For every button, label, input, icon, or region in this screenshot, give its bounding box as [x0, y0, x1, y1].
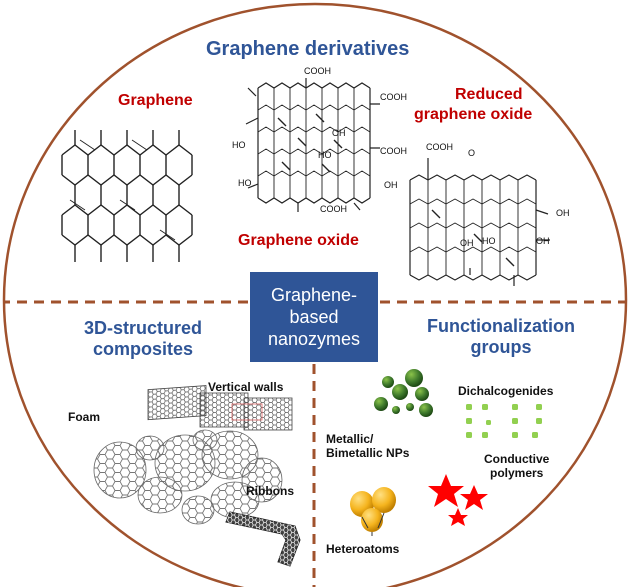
go-cooh-topright: COOH [380, 92, 407, 102]
dichalcogenides-label: Dichalcogenides [458, 384, 554, 398]
conductive-line1: Conductive [484, 452, 550, 466]
foam-graphic [93, 429, 283, 525]
heteroatoms-graphic [350, 487, 396, 536]
go-ho-left: HO [232, 140, 246, 150]
section-dividers [4, 300, 626, 587]
go-cooh-right: COOH [380, 146, 407, 156]
rgo-oh-right: OH [556, 208, 570, 218]
rgo-o: O [468, 148, 476, 158]
reduced-graphene-oxide-structure [409, 158, 550, 286]
functionalization-title: Functionalization groups [410, 316, 592, 358]
vertical-walls-label: Vertical walls [208, 380, 284, 394]
rgo-line2: graphene oxide [414, 106, 533, 123]
go-oh-right: OH [384, 180, 398, 190]
conductive-polymers-label: Conductive polymers [484, 452, 549, 480]
composites-title-line1: 3D-structured [83, 318, 203, 338]
conductive-polymers-graphic [428, 474, 488, 526]
foam-label: Foam [68, 410, 101, 424]
nanoparticles-graphic [374, 369, 433, 417]
composites-title-line2: composites [92, 339, 194, 360]
rgo-line1: Reduced [455, 86, 523, 103]
metallic-nps-label: Metallic/ Bimetallic NPs [326, 432, 409, 460]
graphene-oxide-structure [245, 78, 380, 212]
rgo-cooh: COOH [426, 142, 453, 152]
ribbons-graphic [225, 511, 301, 567]
center-line2: based [289, 307, 339, 327]
functionalization-title-line1: Functionalization [427, 316, 575, 336]
metallic-line2: Bimetallic NPs [326, 446, 410, 461]
reduced-graphene-oxide-label: Reduced [455, 86, 523, 105]
center-box: Graphene- based nanozymes [250, 272, 378, 362]
functionalization-title-line2: groups [470, 337, 532, 358]
rgo-oh-lower: OH [460, 238, 474, 248]
center-line3: nanozymes [267, 329, 361, 349]
graphene-lattice [61, 130, 193, 262]
composites-title: 3D-structured composites [68, 318, 218, 360]
go-ho-center: HO [318, 150, 332, 160]
go-cooh-top: COOH [304, 66, 331, 76]
dichalcogenides-graphic [466, 404, 542, 438]
conductive-line2: polymers [489, 466, 544, 481]
metallic-line1: Metallic/ [326, 432, 374, 446]
vertical-walls-graphic [147, 385, 293, 431]
go-cooh-bottom: COOH [320, 204, 347, 214]
diagram-title: Graphene derivatives [206, 38, 410, 60]
rgo-oh-lowerright: OH [536, 236, 550, 246]
graphene-oxide-label: Graphene oxide [238, 232, 359, 249]
go-ho-bottomleft: HO [238, 178, 252, 188]
graphene-label: Graphene [118, 92, 193, 109]
heteroatoms-label: Heteroatoms [326, 542, 400, 556]
go-oh-center: OH [332, 128, 346, 138]
center-line1: Graphene- [270, 285, 358, 305]
ribbons-label: Ribbons [246, 484, 294, 498]
rgo-ho-lower: HO [482, 236, 496, 246]
